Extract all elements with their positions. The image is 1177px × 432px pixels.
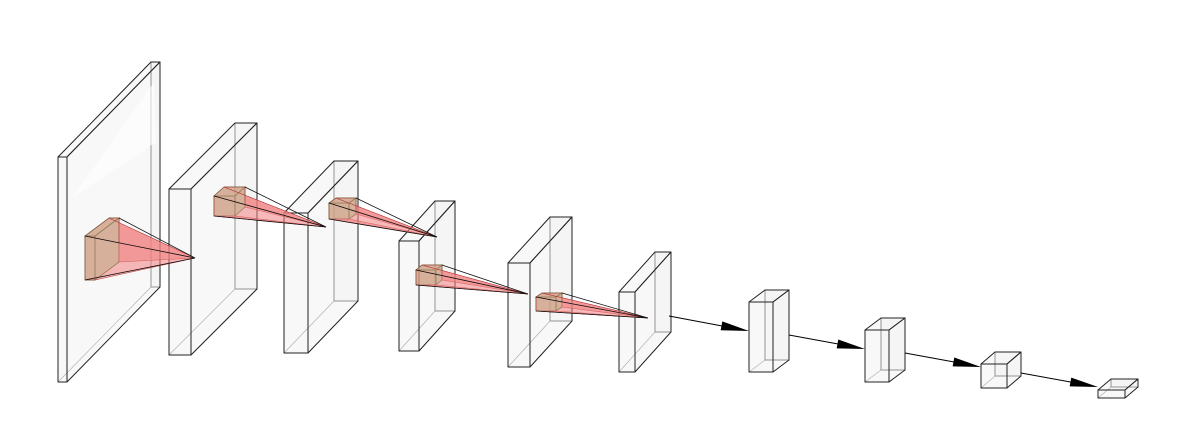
arrow-shaft — [904, 352, 954, 363]
arrow-shaft — [788, 334, 838, 345]
cone-edge — [355, 197, 438, 238]
cone-edge — [535, 310, 649, 319]
arrow-head — [836, 339, 865, 349]
dense-3-volume-front-face — [980, 363, 1008, 389]
cone-edge — [328, 202, 438, 238]
input-volume-front-face — [57, 156, 68, 383]
output-volume — [1097, 378, 1139, 399]
volumes-layer — [57, 61, 1139, 399]
dense-2-volume-front-face — [864, 329, 890, 383]
receptive-field-conv-4-to-conv-5 — [534, 292, 649, 319]
dense-1-volume-front-face — [748, 301, 774, 373]
dense-2-volume — [864, 317, 906, 383]
cone-edge — [441, 264, 529, 295]
arrow-head — [720, 321, 749, 331]
conv-4-volume-front-face — [507, 262, 531, 368]
receptive-field-input-to-conv-1 — [83, 217, 196, 281]
cone-edge — [415, 284, 529, 295]
conv-2-volume — [283, 160, 359, 354]
dense-2-volume-side-face — [888, 317, 906, 383]
cone-edge — [535, 296, 649, 319]
arrow-head — [952, 357, 981, 367]
arrow-dense-2-to-dense-3 — [904, 352, 981, 367]
arrow-shaft — [1020, 372, 1071, 383]
receptive-field-conv-3-to-conv-4 — [414, 264, 529, 295]
arrow-dense-1-to-dense-2 — [788, 334, 865, 349]
arrow-conv-5-to-dense-1 — [668, 315, 749, 331]
receptive-field-conv-1-to-conv-2 — [212, 186, 327, 228]
arrow-shaft — [668, 315, 722, 327]
conv-2-volume-front-face — [283, 212, 309, 354]
cone-edge — [561, 292, 649, 319]
input-plane-sheen — [73, 82, 156, 197]
cone-edge — [84, 257, 196, 281]
receptive-field-conv-2-to-conv-3 — [327, 197, 438, 238]
cone-edge — [415, 269, 529, 295]
conv-1-volume — [168, 122, 258, 356]
arrow-head — [1069, 377, 1098, 387]
dense-1-volume-side-face — [772, 289, 790, 373]
cone-edge — [328, 218, 438, 238]
connections-layer — [668, 315, 1098, 387]
output-volume-front-face — [1097, 389, 1126, 399]
cone-edge — [244, 186, 327, 228]
cone-edge — [213, 195, 327, 228]
dense-1-volume — [748, 289, 790, 373]
receptive-fields-layer — [83, 186, 649, 319]
cone-edge — [118, 217, 196, 259]
dense-3-volume — [980, 351, 1022, 389]
conv-5-volume-front-face — [618, 291, 636, 373]
conv-1-volume-front-face — [168, 188, 192, 356]
cone-edge — [213, 215, 327, 228]
arrow-dense-3-to-output — [1020, 372, 1098, 387]
cone-edge — [84, 235, 196, 259]
conv-3-volume-front-face — [398, 240, 420, 352]
